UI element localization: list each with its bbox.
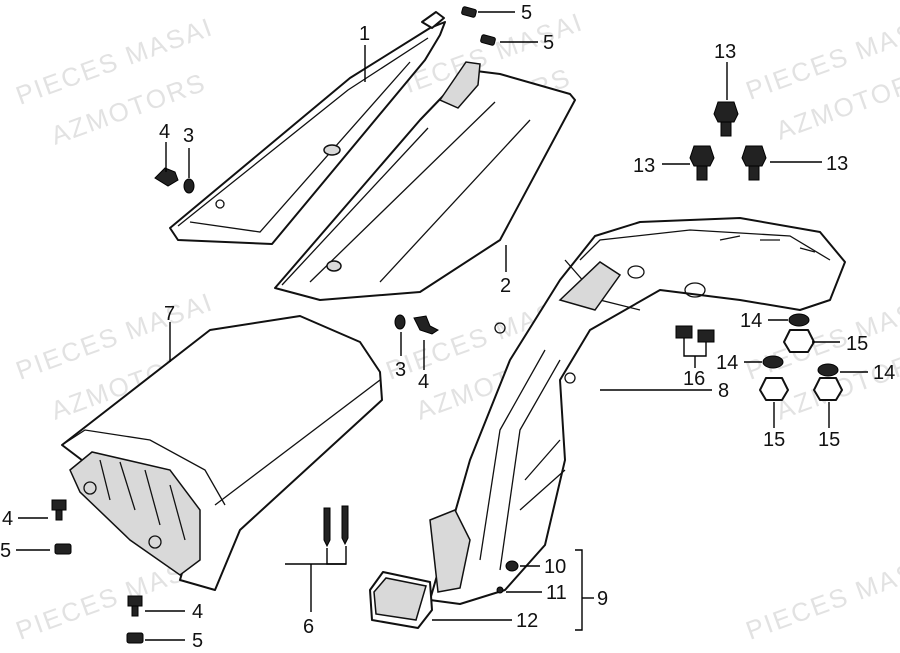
callout-3-mid: 3 bbox=[395, 359, 406, 381]
callout-10: 10 bbox=[544, 556, 566, 578]
callout-7: 7 bbox=[164, 303, 175, 325]
callout-14-b: 14 bbox=[716, 352, 738, 374]
callout-14-c: 14 bbox=[873, 362, 895, 384]
part-7-seat bbox=[61, 315, 383, 591]
callout-13-right: 13 bbox=[826, 153, 848, 175]
callout-15-c: 15 bbox=[818, 429, 840, 451]
callout-4-top: 4 bbox=[159, 121, 170, 143]
callout-5-low-a: 5 bbox=[0, 540, 11, 562]
callout-8: 8 bbox=[718, 380, 729, 402]
callout-9: 9 bbox=[597, 588, 608, 610]
callout-12: 12 bbox=[516, 610, 538, 632]
callout-1: 1 bbox=[359, 23, 370, 45]
callout-5-top2: 5 bbox=[543, 32, 554, 54]
callout-15-a: 15 bbox=[846, 333, 868, 355]
callout-13-top: 13 bbox=[714, 41, 736, 63]
watermark-8a: PIECES MASAI bbox=[742, 546, 900, 645]
callout-16: 16 bbox=[683, 368, 705, 390]
callout-4-mid: 4 bbox=[418, 371, 429, 393]
leader-lines bbox=[16, 11, 868, 641]
callout-5-low-b: 5 bbox=[192, 630, 203, 652]
callout-11: 11 bbox=[546, 582, 567, 604]
callout-3-top: 3 bbox=[183, 125, 194, 147]
callout-4-low-b: 4 bbox=[192, 601, 203, 623]
part-8-rear-fender bbox=[429, 217, 846, 605]
callout-13-left: 13 bbox=[633, 155, 655, 177]
part-12-reflector bbox=[369, 571, 433, 629]
callout-6: 6 bbox=[303, 616, 314, 638]
hardware bbox=[51, 6, 843, 644]
callout-15-b: 15 bbox=[763, 429, 785, 451]
callout-5-top: 5 bbox=[521, 2, 532, 24]
part-1-side-cover-left bbox=[169, 11, 446, 245]
callout-4-low-a: 4 bbox=[2, 508, 13, 530]
callout-2: 2 bbox=[500, 275, 511, 297]
callout-14-a: 14 bbox=[740, 310, 762, 332]
part-2-side-cover-right bbox=[274, 61, 576, 301]
